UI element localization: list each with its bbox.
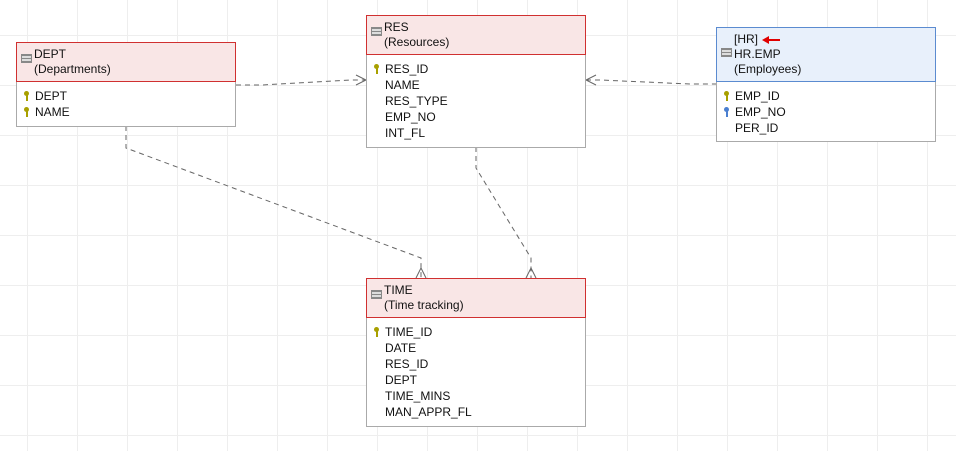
column-name: NAME xyxy=(35,105,70,119)
column-name: NAME xyxy=(385,78,420,92)
column-name: TIME_ID xyxy=(385,325,433,339)
table-res[interactable]: RES (Resources) RES_ID NAME RES_TYPE EMP… xyxy=(366,15,586,148)
column-per-id[interactable]: PER_ID xyxy=(723,120,935,136)
primary-key-icon xyxy=(724,91,729,101)
column-name: RES_ID xyxy=(385,62,429,76)
column-res-type[interactable]: RES_TYPE xyxy=(373,93,585,109)
arrow-left-icon xyxy=(762,35,780,44)
link-dept-time xyxy=(125,126,422,278)
column-name: DATE xyxy=(385,341,417,355)
table-name: RES xyxy=(384,20,409,34)
primary-key-icon xyxy=(374,327,379,337)
column-dept[interactable]: DEPT xyxy=(23,88,235,104)
table-icon xyxy=(21,54,32,63)
column-name: INT_FL xyxy=(385,126,426,140)
unique-key-icon xyxy=(724,107,729,117)
primary-key-icon xyxy=(374,64,379,74)
table-name: DEPT xyxy=(34,47,67,61)
column-res-id[interactable]: RES_ID xyxy=(373,61,585,77)
table-icon xyxy=(371,290,382,299)
link-dept-res xyxy=(236,79,366,86)
column-name: DEPT xyxy=(35,89,68,103)
column-name: PER_ID xyxy=(735,121,779,135)
table-desc: (Time tracking) xyxy=(384,298,464,312)
table-desc: (Employees) xyxy=(734,62,802,76)
column-emp-id[interactable]: EMP_ID xyxy=(723,88,935,104)
column-name: DEPT xyxy=(385,373,418,387)
table-icon xyxy=(371,27,382,36)
column-emp-no[interactable]: EMP_NO xyxy=(373,109,585,125)
column-emp-no[interactable]: EMP_NO xyxy=(723,104,935,120)
column-name: TIME_MINS xyxy=(385,389,451,403)
column-name: MAN_APPR_FL xyxy=(385,405,472,419)
link-res-emp xyxy=(586,79,716,85)
table-desc: (Departments) xyxy=(34,62,111,76)
table-dept[interactable]: DEPT (Departments) DEPT NAME xyxy=(16,42,236,127)
table-time[interactable]: TIME (Time tracking) TIME_ID DATE RES_ID… xyxy=(366,278,586,427)
table-name: HR.EMP xyxy=(734,47,781,61)
primary-key-icon xyxy=(24,107,29,117)
column-date[interactable]: DATE xyxy=(373,340,585,356)
column-time-id[interactable]: TIME_ID xyxy=(373,324,585,340)
column-name: EMP_NO xyxy=(735,105,786,119)
column-name: EMP_ID xyxy=(735,89,780,103)
table-hr-emp[interactable]: [HR] HR.EMP (Employees) EMP_ID EMP_NO PE… xyxy=(716,27,936,142)
link-res-time xyxy=(475,147,532,278)
column-dept[interactable]: DEPT xyxy=(373,372,585,388)
column-name: EMP_NO xyxy=(385,110,436,124)
column-time-mins[interactable]: TIME_MINS xyxy=(373,388,585,404)
column-name: RES_TYPE xyxy=(385,94,448,108)
schema-name: [HR] xyxy=(734,32,758,46)
column-name[interactable]: NAME xyxy=(373,77,585,93)
primary-key-icon xyxy=(24,91,29,101)
column-res-id[interactable]: RES_ID xyxy=(373,356,585,372)
column-man-appr-fl[interactable]: MAN_APPR_FL xyxy=(373,404,585,420)
column-name: RES_ID xyxy=(385,357,429,371)
table-desc: (Resources) xyxy=(384,35,450,49)
column-int-fl[interactable]: INT_FL xyxy=(373,125,585,141)
column-name[interactable]: NAME xyxy=(23,104,235,120)
table-icon xyxy=(721,48,732,57)
table-name: TIME xyxy=(384,283,413,297)
